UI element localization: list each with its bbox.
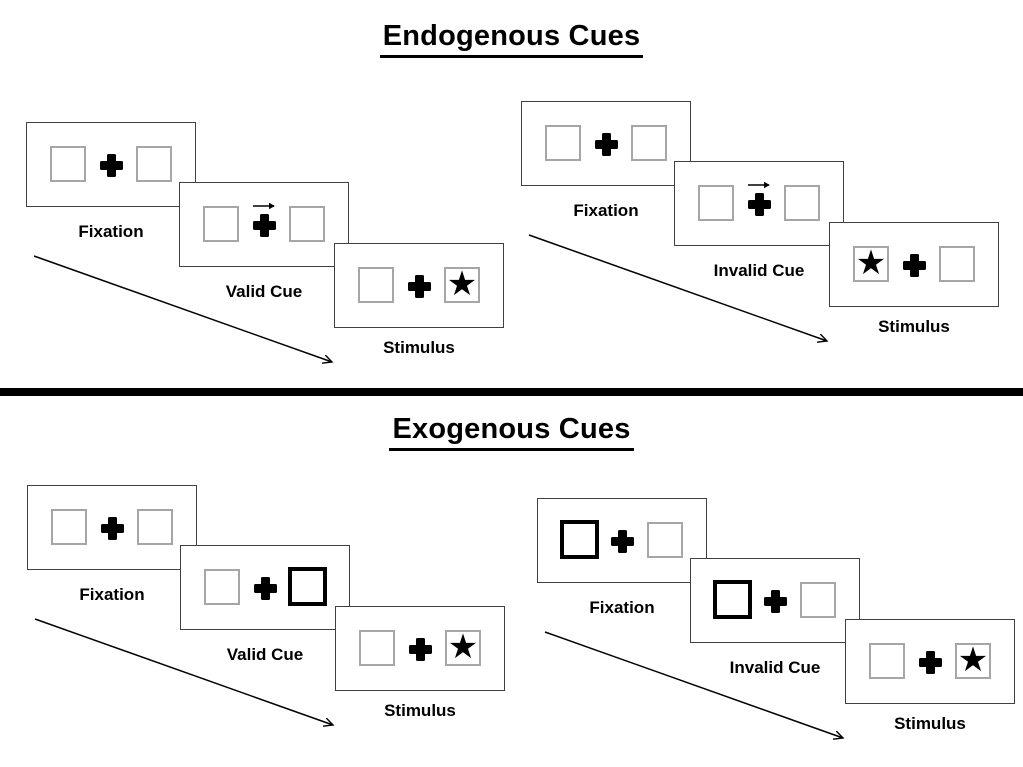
exogenous-section-title: Exogenous Cues [0, 413, 1023, 451]
fixation-cross-icon [919, 651, 942, 674]
stimulus-label: Stimulus [383, 338, 455, 357]
placeholder-box-left [203, 206, 239, 242]
placeholder-box-left [204, 569, 240, 605]
exogenous-valid-stimulus-panel: ★ [335, 606, 505, 691]
cue-label: Invalid Cue [729, 658, 821, 677]
exogenous-invalid-fixation-panel [537, 498, 707, 583]
endogenous-section-title: Endogenous Cues [0, 20, 1023, 58]
placeholder-box-left [869, 643, 905, 679]
stimulus-box-right: ★ [445, 630, 481, 666]
placeholder-box-left [359, 630, 395, 666]
exogenous-valid-fixation-panel [27, 485, 197, 570]
fixation-cross-icon [595, 133, 618, 156]
section-divider [0, 388, 1023, 396]
placeholder-box-right [939, 246, 975, 282]
exogenous-invalid-cue-panel [690, 558, 860, 643]
cue-right-arrow-icon [253, 200, 281, 212]
fixation-cross-icon [409, 638, 432, 661]
fixation-label: Fixation [79, 585, 145, 604]
placeholder-box-left [51, 509, 87, 545]
stimulus-label: Stimulus [878, 317, 950, 336]
stimulus-box-left: ★ [853, 246, 889, 282]
endogenous-invalid-fixation-panel [521, 101, 691, 186]
fixation-cross-icon [100, 154, 123, 177]
stimulus-box-right: ★ [955, 643, 991, 679]
timeline-arrow-icon [34, 618, 349, 738]
fixation-cross-icon [611, 530, 634, 553]
exogenous-title-text: Exogenous Cues [389, 413, 634, 451]
placeholder-box-right [136, 146, 172, 182]
timeline-arrow-icon [544, 631, 859, 751]
cue-label: Valid Cue [226, 645, 304, 664]
fixation-label: Fixation [573, 201, 639, 220]
cued-box-right [288, 567, 327, 606]
fixation-cross-icon [903, 254, 926, 277]
star-icon: ★ [447, 628, 479, 666]
endogenous-invalid-cue-panel [674, 161, 844, 246]
cue-right-arrow-icon [748, 179, 776, 191]
stimulus-box-right: ★ [444, 267, 480, 303]
fixation-cross-icon [101, 517, 124, 540]
endogenous-title-text: Endogenous Cues [379, 20, 644, 58]
stimulus-label: Stimulus [894, 714, 966, 733]
fixation-label: Fixation [589, 598, 655, 617]
endogenous-valid-cue-panel [179, 182, 349, 267]
placeholder-box-right [137, 509, 173, 545]
placeholder-box-right [647, 522, 683, 558]
placeholder-box-right [800, 582, 836, 618]
placeholder-box-left [50, 146, 86, 182]
cue-label: Invalid Cue [713, 261, 805, 280]
stimulus-label: Stimulus [384, 701, 456, 720]
endogenous-valid-stimulus-panel: ★ [334, 243, 504, 328]
fixation-label: Fixation [78, 222, 144, 241]
placeholder-box-left [545, 125, 581, 161]
exogenous-invalid-stimulus-panel: ★ [845, 619, 1015, 704]
placeholder-box-right [631, 125, 667, 161]
timeline-arrow-icon [528, 234, 843, 354]
exogenous-valid-cue-panel [180, 545, 350, 630]
placeholder-box-right [289, 206, 325, 242]
cued-box-left [560, 520, 599, 559]
placeholder-box-left [698, 185, 734, 221]
fixation-cross-icon [748, 193, 771, 216]
fixation-cross-icon [764, 590, 787, 613]
fixation-cross-icon [254, 577, 277, 600]
fixation-cross-icon [253, 214, 276, 237]
placeholder-box-left [358, 267, 394, 303]
cue-label: Valid Cue [225, 282, 303, 301]
endogenous-valid-fixation-panel [26, 122, 196, 207]
timeline-arrow-icon [33, 255, 348, 375]
endogenous-invalid-stimulus-panel: ★ [829, 222, 999, 307]
cued-box-left [713, 580, 752, 619]
placeholder-box-right [784, 185, 820, 221]
star-icon: ★ [446, 265, 478, 303]
star-icon: ★ [855, 244, 887, 282]
star-icon: ★ [957, 641, 989, 679]
fixation-cross-icon [408, 275, 431, 298]
